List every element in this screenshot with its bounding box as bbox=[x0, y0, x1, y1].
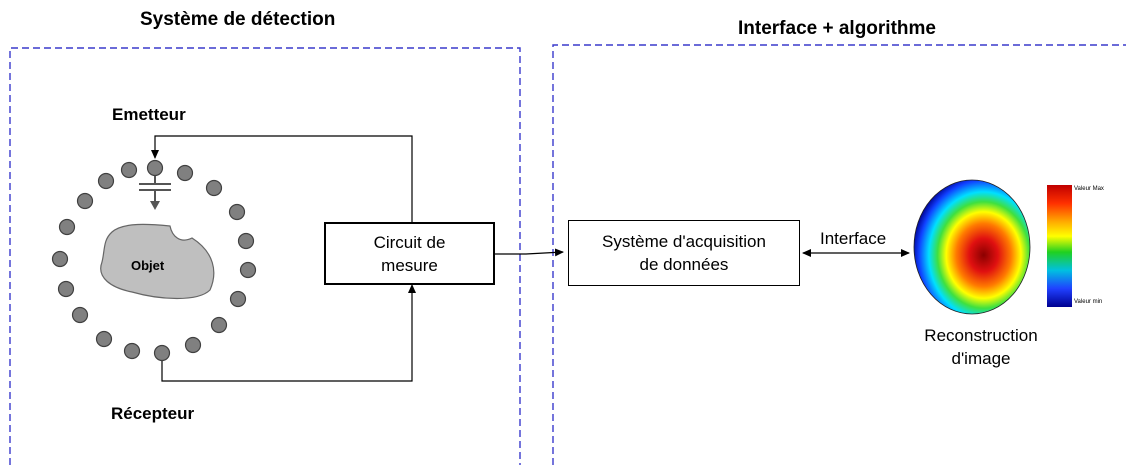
electrode bbox=[239, 261, 257, 279]
emitter-label: Emetteur bbox=[112, 105, 186, 124]
reconstruction-caption-line2: d'image bbox=[951, 349, 1011, 368]
data-acquisition-line2: de données bbox=[639, 255, 729, 274]
electrode bbox=[76, 192, 94, 210]
measurement-circuit-line1: Circuit de bbox=[373, 232, 446, 252]
circuit-to-daq-arrow bbox=[495, 248, 564, 257]
electrode bbox=[229, 290, 247, 308]
data-acquisition-box: Système d'acquisition de données bbox=[568, 220, 800, 286]
receiver-wire bbox=[161, 284, 416, 382]
electrode bbox=[205, 179, 223, 197]
scale-max-label: Valeur Max bbox=[1074, 186, 1104, 192]
measurement-circuit-box: Circuit de mesure bbox=[324, 222, 495, 285]
electrode bbox=[228, 203, 246, 221]
electrode bbox=[146, 159, 164, 177]
object-shape bbox=[100, 223, 215, 300]
electrode bbox=[57, 280, 75, 298]
electrode bbox=[97, 172, 115, 190]
emitter-wire bbox=[151, 135, 413, 222]
color-scale-bar bbox=[1047, 185, 1072, 307]
interface-label: Interface bbox=[820, 229, 887, 248]
receiver-label: Récepteur bbox=[111, 404, 195, 423]
electrode bbox=[95, 330, 113, 348]
interface-section-title: Interface + algorithme bbox=[738, 18, 936, 39]
electrode bbox=[51, 250, 69, 268]
electrode bbox=[210, 316, 228, 334]
electrode bbox=[176, 164, 194, 182]
reconstruction-image bbox=[913, 179, 1031, 315]
reconstruction-caption: Reconstruction d'image bbox=[908, 324, 1054, 370]
electrode bbox=[71, 306, 89, 324]
data-acquisition-line1: Système d'acquisition bbox=[602, 232, 766, 251]
electrode bbox=[153, 344, 171, 362]
measurement-circuit-line2: mesure bbox=[381, 255, 438, 275]
detection-section-frame bbox=[9, 47, 521, 465]
capacitor-symbol bbox=[139, 176, 171, 210]
electrode bbox=[184, 336, 202, 354]
interface-section-frame bbox=[552, 44, 1126, 465]
electrode-ring bbox=[51, 159, 257, 362]
electrode bbox=[58, 218, 76, 236]
reconstruction-caption-line1: Reconstruction bbox=[924, 326, 1038, 345]
detection-section-title: Système de détection bbox=[140, 9, 336, 30]
electrode bbox=[123, 342, 141, 360]
electrode bbox=[120, 161, 138, 179]
electrode bbox=[237, 232, 255, 250]
scale-min-label: Valeur min bbox=[1074, 299, 1103, 305]
object-label: Objet bbox=[131, 258, 165, 273]
